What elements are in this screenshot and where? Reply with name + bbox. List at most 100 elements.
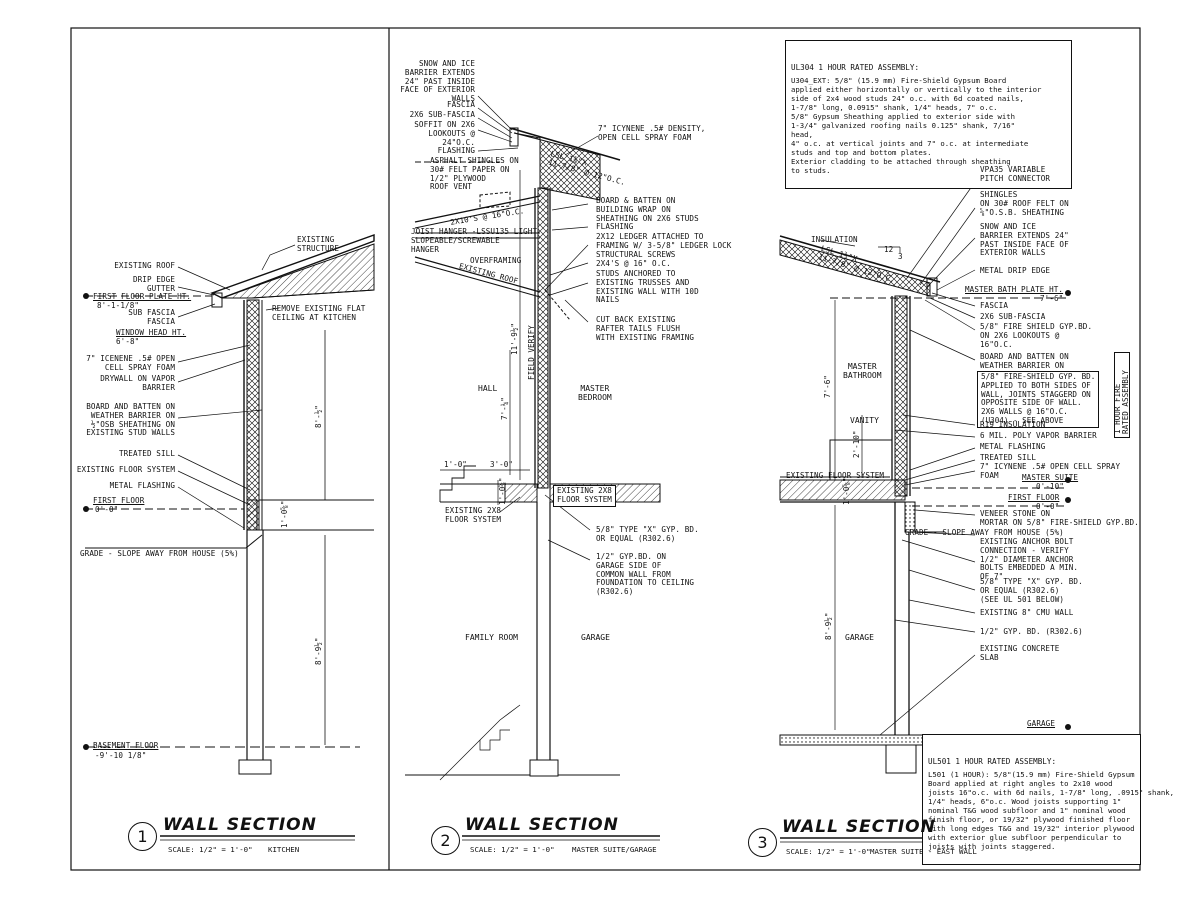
label-vpa: VPA35 VARIABLE PITCH CONNECTOR: [980, 165, 1051, 183]
dim-floor: 1'-0⅝": [498, 477, 507, 505]
label-fascia: FASCIA: [980, 301, 1009, 310]
label-first-floor: FIRST FLOOR: [93, 496, 145, 505]
dim-joist: 1'-0⅝": [280, 500, 289, 528]
section-2-subtitle: MASTER SUITE/GARAGE: [572, 845, 657, 854]
label-fire-shield-soffit: 5/8" FIRE SHIELD GYP.BD. ON 2X6 LOOKOUTS…: [980, 322, 1093, 349]
label-studs-anchored: STUDS ANCHORED TO EXISTING TRUSSES AND E…: [596, 269, 699, 305]
room-garage: GARAGE: [845, 633, 874, 642]
dim-upper: 8'-½": [314, 405, 323, 428]
label-window-head-dim: 6'-8": [116, 337, 140, 346]
label-window-head: WINDOW HEAD HT.: [116, 328, 187, 337]
label-spray-foam: 7" ICENENE .5# OPEN CELL SPRAY FOAM: [86, 354, 175, 372]
section-1-drawing: [85, 234, 375, 841]
label-metal-drip: METAL DRIP EDGE: [980, 266, 1051, 275]
dim-lower: 8'-9½": [314, 637, 323, 665]
label-soffit: SOFFIT ON 2X6 LOOKOUTS @ 24"O.C.: [414, 120, 475, 147]
label-type-x: 5/8" TYPE "X" GYP. BD. OR EQUAL (R302.6)…: [980, 577, 1083, 604]
label-r19: R19 INSULATION: [980, 420, 1046, 429]
section-2-title: WALL SECTION: [465, 815, 619, 835]
dim-76: 7'-6": [823, 375, 832, 398]
section-3-scale: SCALE: 1/2" = 1'-0": [786, 847, 871, 856]
level-markers: [83, 290, 1071, 750]
dim-height: 11'-9½": [510, 322, 519, 355]
label-grade: GRADE - SLOPE AWAY FROM HOUSE (5%): [905, 528, 1064, 537]
label-snow-ice: SNOW AND ICE BARRIER EXTENDS 24" PAST IN…: [400, 59, 475, 104]
room-master-bedroom: MASTER BEDROOM: [578, 384, 612, 402]
ul304-title: UL304 1 HOUR RATED ASSEMBLY:: [791, 63, 920, 72]
room-master-bathroom: MASTER BATHROOM: [843, 362, 882, 380]
label-grade: GRADE - SLOPE AWAY FROM HOUSE (5%): [80, 549, 239, 558]
label-metal-flashing: METAL FLASHING: [980, 442, 1046, 451]
label-flashing2: FLASHING: [596, 222, 634, 231]
label-anchor: EXISTING ANCHOR BOLT CONNECTION - VERIFY…: [980, 537, 1079, 582]
dim-floor: 1'-0⅝": [842, 477, 851, 505]
label-sub-fascia: 2X6 SUB-FASCIA: [980, 312, 1046, 321]
section-3-title: WALL SECTION: [782, 817, 936, 837]
label-cut-back: CUT BACK EXISTING RAFTER TAILS FLUSH WIT…: [596, 315, 695, 342]
section-1-number: 1: [128, 822, 157, 851]
label-remove-ceiling: REMOVE EXISTING FLAT CEILING AT KITCHEN: [272, 304, 366, 322]
ul501-body: L501 (1 HOUR): 5/8"(15.9 mm) Fire-Shield…: [928, 770, 1175, 851]
sheet-border: [70, 27, 1141, 871]
label-sub-fascia: SUB FASCIA FASCIA: [128, 308, 175, 326]
dim-896: 8'-9½": [824, 612, 833, 640]
label-existing-2x8-box: EXISTING 2X8 FLOOR SYSTEM: [553, 485, 616, 507]
label-board-batten: BOARD AND BATTEN ON WEATHER BARRIER ON: [980, 352, 1069, 370]
ul304-note: UL304 1 HOUR RATED ASSEMBLY: U304_EXT: 5/…: [785, 40, 1072, 189]
label-fascia: FASCIA: [446, 100, 475, 109]
label-treated-sill: TREATED SILL: [980, 453, 1037, 462]
label-existing-roof: EXISTING ROOF: [114, 261, 175, 270]
section-1-title: WALL SECTION: [163, 815, 317, 835]
label-spray-foam: 7" ICYNENE .5# DENSITY, OPEN CELL SPRAY …: [598, 124, 706, 142]
label-metal-flashing: METAL FLASHING: [109, 481, 175, 490]
label-overframing: OVERFRAMING: [470, 256, 522, 265]
label-half-gyp: 1/2" GYP.BD. ON GARAGE SIDE OF COMMON WA…: [596, 552, 695, 597]
dim-wall: 7'-¼": [500, 397, 509, 420]
room-family-room: FAMILY ROOM: [465, 633, 518, 642]
ul501-note: UL501 1 HOUR RATED ASSEMBLY: L501 (1 HOUR…: [922, 734, 1174, 865]
label-fire-box: 5/8" FIRE-SHIELD GYP. BD. APPLIED TO BOT…: [977, 371, 1100, 428]
label-first-floor-dim: 0'-0": [1036, 502, 1060, 511]
label-ledger: 2X12 LEDGER ATTACHED TO FRAMING W/ 3-5/8…: [596, 232, 732, 259]
label-pitch-3: 3: [898, 252, 903, 261]
one-hour-box: [1114, 352, 1130, 438]
label-basement-floor: BASEMENT FLOOR: [93, 741, 159, 750]
section-2-scale: SCALE: 1/2" = 1'-0": [470, 845, 555, 854]
label-shingles: ASPHALT SHINGLES ON 30# FELT PAPER ON 1/…: [430, 156, 519, 192]
label-veneer: VENEER STONE ON MORTAR ON 5/8" FIRE-SHIE…: [980, 509, 1139, 527]
label-existing-structure: EXISTING STRUCTURE: [297, 235, 340, 253]
ul304-body: U304_EXT: 5/8" (15.9 mm) Fire-Shield Gyp…: [791, 76, 1042, 175]
label-master-suite: MASTER SUITE: [1022, 473, 1079, 482]
label-garage-level: GARAGE: [1027, 719, 1056, 728]
label-master-bath-plate-dim: 7'-6": [1040, 294, 1064, 303]
label-insulation: INSULATION: [811, 235, 858, 244]
label-slab: EXISTING CONCRETE SLAB: [980, 644, 1060, 662]
label-first-floor: FIRST FLOOR: [1008, 493, 1060, 502]
ul501-title: UL501 1 HOUR RATED ASSEMBLY:: [928, 757, 1057, 766]
room-garage: GARAGE: [581, 633, 610, 642]
dim-step: 1'-0": [444, 460, 467, 469]
label-basement-floor-dim: -9'-10 1/8": [95, 751, 147, 760]
label-floor-system: EXISTING FLOOR SYSTEM: [786, 471, 885, 480]
dim-210: 2'-10": [852, 430, 861, 458]
label-icynene: 7" ICYNENE .5# OPEN CELL SPRAY FOAM: [980, 462, 1121, 480]
section-1-scale: SCALE: 1/2" = 1'-0": [168, 845, 253, 854]
label-drywall: DRYWALL ON VAPOR BARRIER: [100, 374, 175, 392]
label-one-hour: 1 HOUR FIRE RATED ASSEMBLY: [1113, 369, 1130, 434]
label-studs: 2X4'S @ 16" O.C.: [596, 259, 671, 268]
label-master-bath-plate: MASTER BATH PLATE HT.: [965, 285, 1064, 294]
label-master-suite-dim: 0'-10": [1036, 482, 1065, 491]
section-3-number: 3: [748, 828, 777, 857]
label-first-floor-dim: 0'-0": [95, 505, 119, 514]
label-half-gyp: 1/2" GYP. BD. (R302.6): [980, 627, 1083, 636]
dim-step2: 3'-0": [490, 460, 513, 469]
label-joist-hanger: JOIST HANGER -LSSU135 LIGHT SLOPEABLE/SC…: [411, 227, 538, 254]
label-shingles: SHINGLES ON 30# ROOF FELT ON ⅝"O.S.B. SH…: [980, 190, 1069, 217]
section-2-drawing: [405, 95, 661, 841]
label-treated-sill: TREATED SILL: [118, 449, 175, 458]
label-type-x: 5/8" TYPE "X" GYP. BD. OR EQUAL (R302.6): [596, 525, 699, 543]
room-vanity: VANITY: [850, 416, 879, 425]
room-hall: HALL: [478, 384, 498, 393]
label-drip-edge: DRIP EDGE GUTTER: [132, 275, 175, 293]
